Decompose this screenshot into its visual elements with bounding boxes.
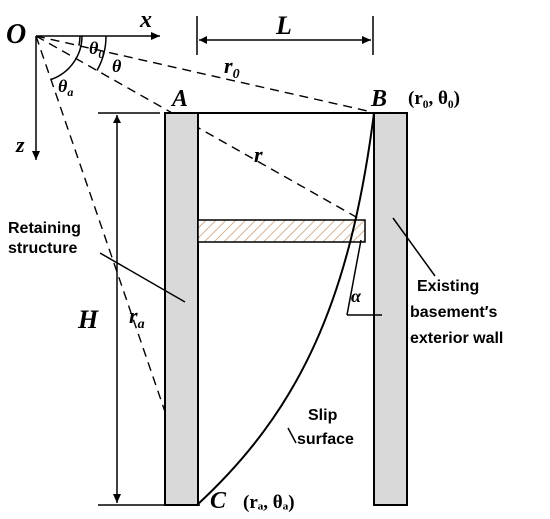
- existing-label-line2: basement′s: [410, 304, 498, 321]
- retaining-leader: [99, 252, 186, 303]
- retaining-label-line2: structure: [8, 240, 77, 257]
- theta-a-label: θa: [58, 76, 73, 99]
- theta-label: θ: [112, 56, 122, 76]
- point-B-coords: (r₀, θ₀): [408, 88, 460, 109]
- slip-surface-curve: [196, 112, 375, 506]
- x-axis-label: x: [139, 7, 152, 33]
- slip-label-line2: surface: [297, 431, 354, 448]
- point-C-label: C: [210, 488, 227, 514]
- r0-label: r0: [224, 53, 240, 82]
- alpha-tangent-line: [346, 239, 362, 316]
- existing-label-line1: Existing: [417, 278, 479, 295]
- point-A-label: A: [170, 86, 188, 112]
- theta0-label: θ0: [89, 38, 104, 61]
- L-label: L: [275, 11, 292, 40]
- alpha-label: α: [351, 286, 362, 306]
- retaining-wall: [164, 112, 199, 506]
- H-label: H: [77, 305, 99, 334]
- strut: [197, 219, 366, 243]
- theta0-arc: [78, 35, 81, 46]
- theta-arc: [96, 35, 107, 71]
- existing-label-line3: exterior wall: [410, 330, 503, 347]
- existing-leader: [392, 217, 436, 277]
- radius-r-line: [35, 35, 366, 223]
- retaining-label-line1: Retaining: [8, 220, 81, 237]
- ra-label: ra: [129, 303, 145, 332]
- r-label: r: [254, 142, 263, 167]
- existing-basement-wall: [373, 112, 408, 506]
- theta-a-arc: [50, 35, 83, 81]
- slip-label-line1: Slip: [308, 407, 338, 424]
- point-C-coords: (rₐ, θₐ): [243, 492, 295, 513]
- z-axis-label: z: [15, 132, 25, 157]
- point-B-label: B: [370, 86, 387, 112]
- radius-r0-line: [35, 35, 373, 113]
- origin-label: O: [6, 19, 26, 50]
- slip-leader: [287, 427, 297, 444]
